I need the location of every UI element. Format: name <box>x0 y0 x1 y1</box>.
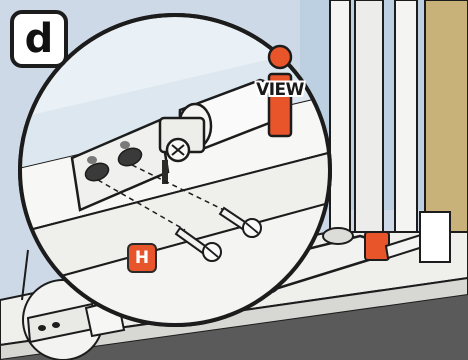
step-label: d <box>10 10 68 68</box>
part-label: H <box>127 243 157 273</box>
view-label: VIEW <box>255 80 305 100</box>
